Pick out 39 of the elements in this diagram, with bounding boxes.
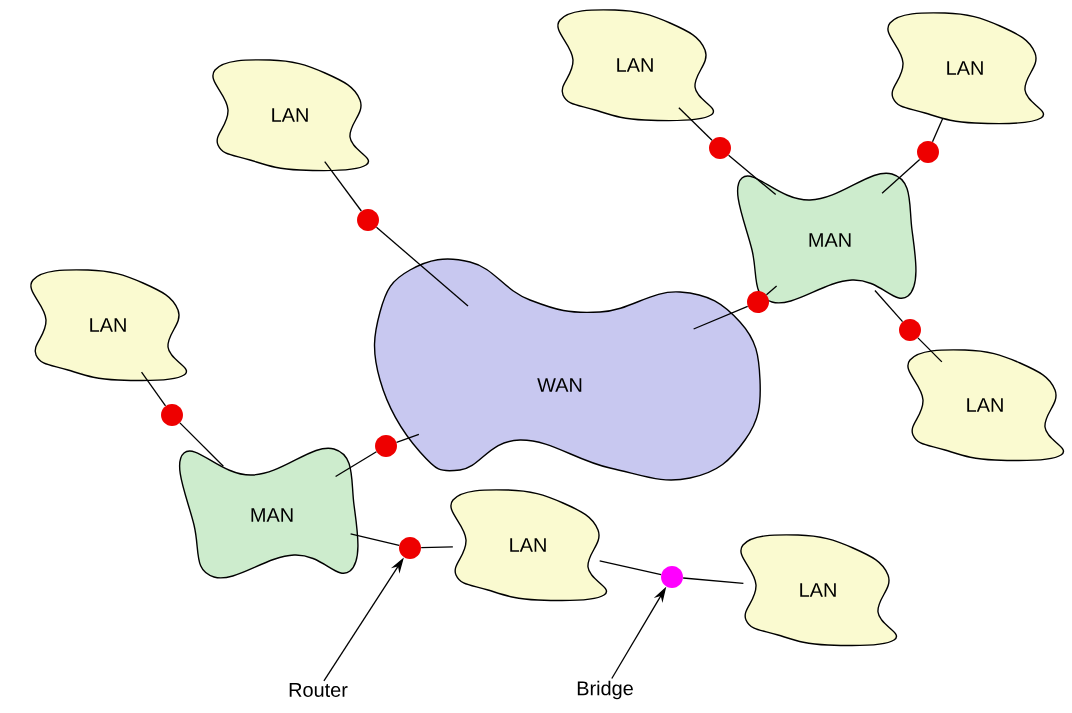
connector-line <box>692 305 749 330</box>
connector-line <box>678 107 713 141</box>
connector-line <box>420 546 454 549</box>
connector-line <box>765 285 778 296</box>
network-cloud: LAN <box>450 489 608 602</box>
connector-line <box>349 533 400 547</box>
connector-line <box>727 154 777 196</box>
network-cloud: LAN <box>740 534 898 647</box>
connector-line <box>881 158 921 194</box>
router-dot <box>709 137 731 159</box>
network-cloud: LAN <box>887 12 1045 125</box>
network-cloud: WAN <box>373 258 761 481</box>
connector-line <box>931 117 944 143</box>
network-cloud: LAN <box>30 269 188 382</box>
bridge-dot <box>661 566 683 588</box>
router-dot <box>917 141 939 163</box>
connector-line <box>375 226 469 307</box>
pointer-label: Bridge <box>577 680 633 700</box>
network-cloud: LAN <box>907 349 1065 462</box>
connector-line <box>324 161 362 212</box>
connector-line <box>140 371 167 407</box>
connector-line <box>334 451 378 478</box>
connector-line <box>682 577 745 584</box>
pointer-label: Router <box>289 683 348 697</box>
router-dot <box>375 435 397 457</box>
network-cloud: LAN <box>212 59 370 172</box>
connector-line <box>874 289 904 323</box>
router-dot <box>357 209 379 231</box>
router-dot <box>899 319 921 341</box>
network-cloud: LAN <box>557 9 715 122</box>
connector-line <box>395 433 420 443</box>
network-cloud: MAN <box>178 447 359 579</box>
connector-line <box>179 422 224 467</box>
router-dot <box>747 291 769 313</box>
connector-line <box>599 560 662 576</box>
router-dot <box>161 404 183 426</box>
network-cloud: MAN <box>736 172 917 304</box>
connector-line <box>917 337 943 363</box>
router-dot <box>399 537 421 559</box>
